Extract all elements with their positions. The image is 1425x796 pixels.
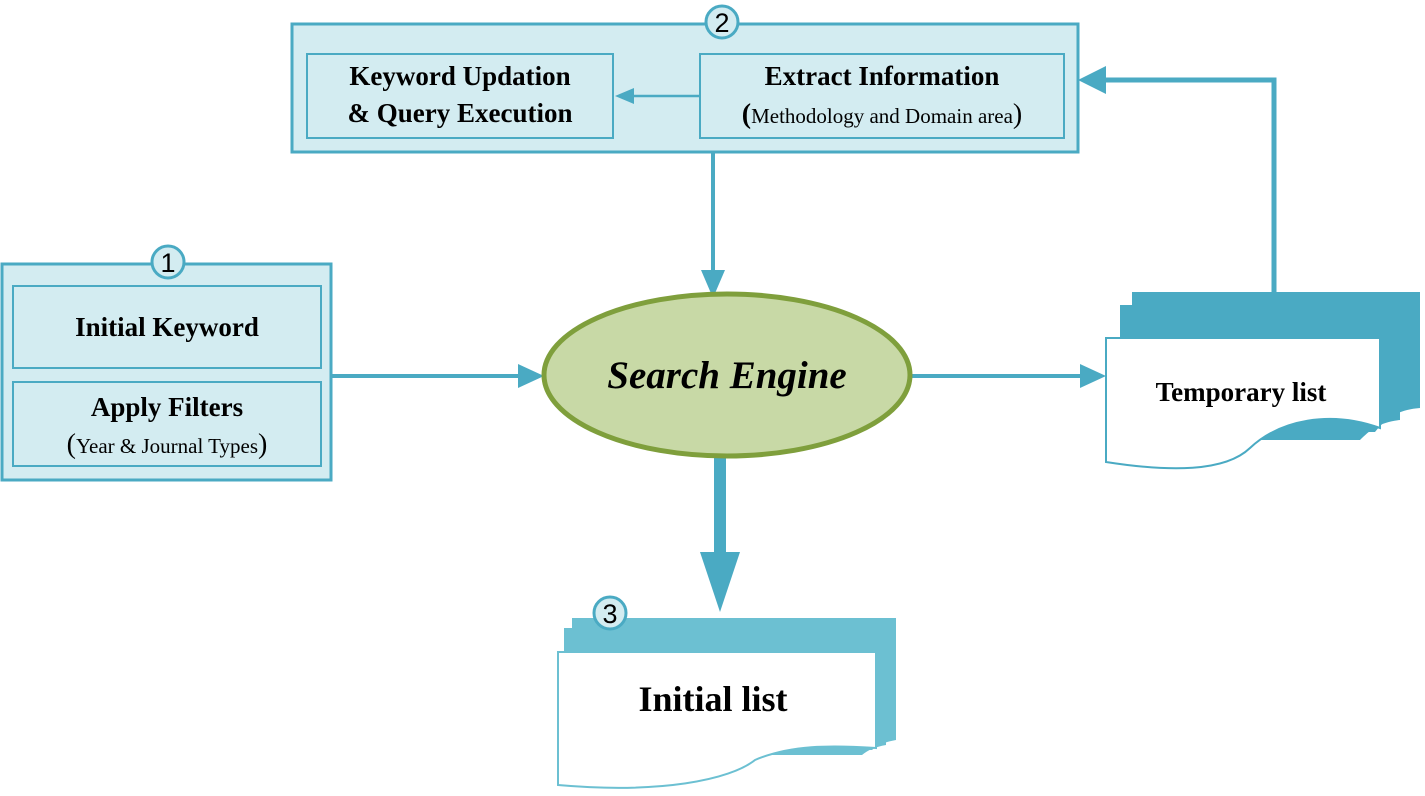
step1-number: 1	[160, 248, 175, 278]
arrowhead-step2-to-engine	[701, 270, 725, 298]
temporary-list-label: Temporary list	[1156, 377, 1327, 407]
initial-keyword-label: Initial Keyword	[75, 312, 259, 342]
keyword-updation-line2: & Query Execution	[348, 98, 573, 128]
step2-number: 2	[714, 8, 729, 38]
step2-group: Keyword Updation & Query Execution Extra…	[290, 4, 1080, 154]
step3-number-badge	[592, 595, 628, 631]
arrowhead-engine-to-temporary	[1080, 364, 1106, 388]
arrowhead-step1-to-engine	[518, 364, 544, 388]
step2-number-badge	[704, 4, 740, 40]
arrowhead-engine-to-initial	[700, 552, 740, 612]
apply-filters-label: Apply Filters	[91, 392, 243, 422]
apply-filters-box	[12, 381, 322, 467]
keyword-updation-box	[306, 53, 614, 139]
apply-filters-note: (Year & Journal Types)	[67, 429, 268, 460]
step1-group: Initial Keyword Apply Filters (Year & Jo…	[0, 244, 333, 482]
initial-keyword-box	[12, 285, 322, 369]
filters-note-text: Year & Journal Types	[76, 434, 258, 458]
extract-information-note: (Methodology and Domain area)	[742, 99, 1023, 130]
filters-note-open-paren: (	[67, 429, 76, 460]
arrow-temporary-to-step2	[1102, 77, 1277, 292]
arrowhead-temporary-to-step2	[1078, 66, 1106, 94]
initial-list-document: Initial list 3	[557, 595, 896, 789]
extract-note-close-paren: )	[1013, 99, 1022, 130]
extract-note-text: Methodology and Domain area	[751, 104, 1014, 128]
step3-number: 3	[602, 599, 617, 629]
temporary-list-document: Temporary list	[1105, 292, 1420, 470]
extract-information-title: Extract Information	[765, 61, 1000, 91]
initial-list-label: Initial list	[638, 679, 787, 719]
arrowhead-extract-to-updation	[615, 88, 634, 104]
step1-number-badge	[150, 244, 186, 280]
temporary-list-front-sheet	[1105, 337, 1381, 470]
search-engine-label: Search Engine	[607, 354, 846, 397]
extract-information-box	[699, 53, 1065, 139]
extract-note-open-paren: (	[742, 99, 751, 130]
keyword-updation-line1: Keyword Updation	[349, 61, 570, 91]
filters-note-close-paren: )	[258, 429, 267, 460]
initial-list-front-sheet	[557, 651, 877, 789]
search-engine-ellipse	[541, 291, 913, 459]
